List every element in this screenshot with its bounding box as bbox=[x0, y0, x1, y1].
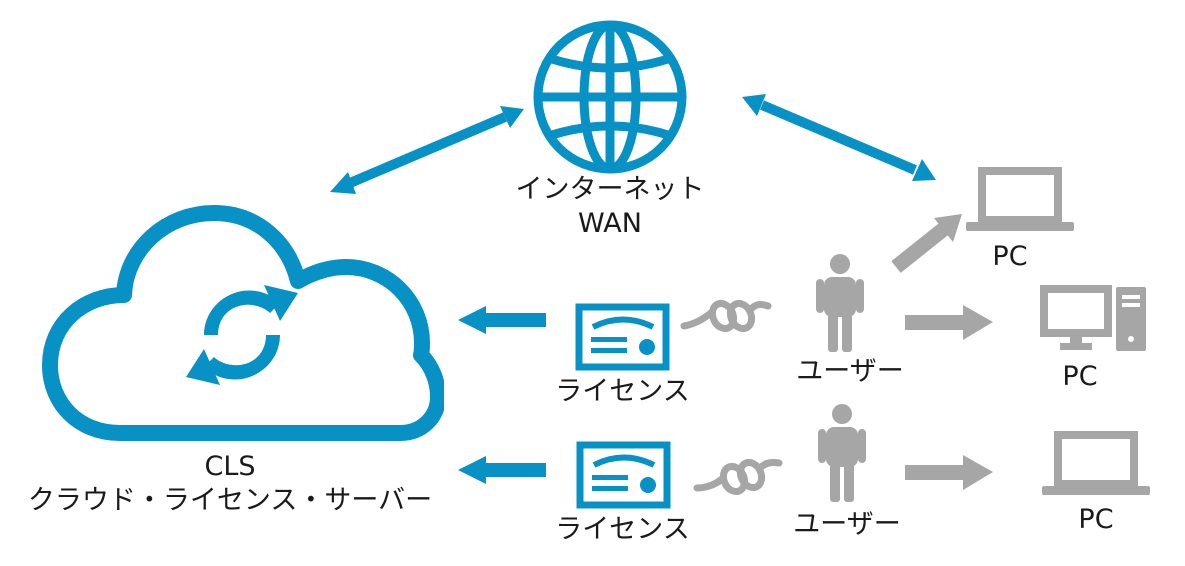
knot-link-2 bbox=[693, 458, 783, 496]
pc-label-1: PC bbox=[992, 241, 1028, 272]
pc-label-3: PC bbox=[1078, 504, 1114, 535]
cloud-label-line1: CLS bbox=[204, 451, 256, 482]
double-arrow-cloud-internet bbox=[330, 106, 524, 194]
arrow-license1-cloud bbox=[458, 306, 546, 334]
license-certificate-icon-1 bbox=[575, 303, 670, 371]
knot-link-1 bbox=[680, 299, 772, 333]
user-label-1: ユーザー bbox=[796, 356, 904, 387]
arrow-user1-pc2 bbox=[905, 305, 993, 340]
arrow-user2-pc3 bbox=[905, 455, 993, 490]
user-icon-2 bbox=[818, 404, 866, 502]
double-arrow-internet-pc bbox=[742, 94, 936, 181]
desktop-tower-icon bbox=[1040, 285, 1146, 351]
arrow-license2-cloud bbox=[458, 456, 546, 484]
cloud-label-line2: クラウド・ライセンス・サーバー bbox=[27, 485, 433, 516]
arrow-user1-pc1 bbox=[891, 214, 962, 273]
internet-label-line1: インターネット bbox=[515, 174, 705, 205]
user-label-2: ユーザー bbox=[793, 509, 901, 540]
user-icon-1 bbox=[816, 254, 864, 352]
internet-label-line2: WAN bbox=[578, 208, 642, 239]
license-label-1: ライセンス bbox=[555, 376, 690, 407]
laptop-icon-1 bbox=[966, 167, 1074, 231]
cloud-sync-icon bbox=[42, 205, 444, 441]
globe-icon bbox=[533, 20, 687, 174]
license-label-2: ライセンス bbox=[555, 514, 690, 545]
pc-label-2: PC bbox=[1062, 361, 1098, 392]
license-certificate-icon-2 bbox=[576, 441, 671, 509]
laptop-icon-2 bbox=[1042, 431, 1150, 495]
